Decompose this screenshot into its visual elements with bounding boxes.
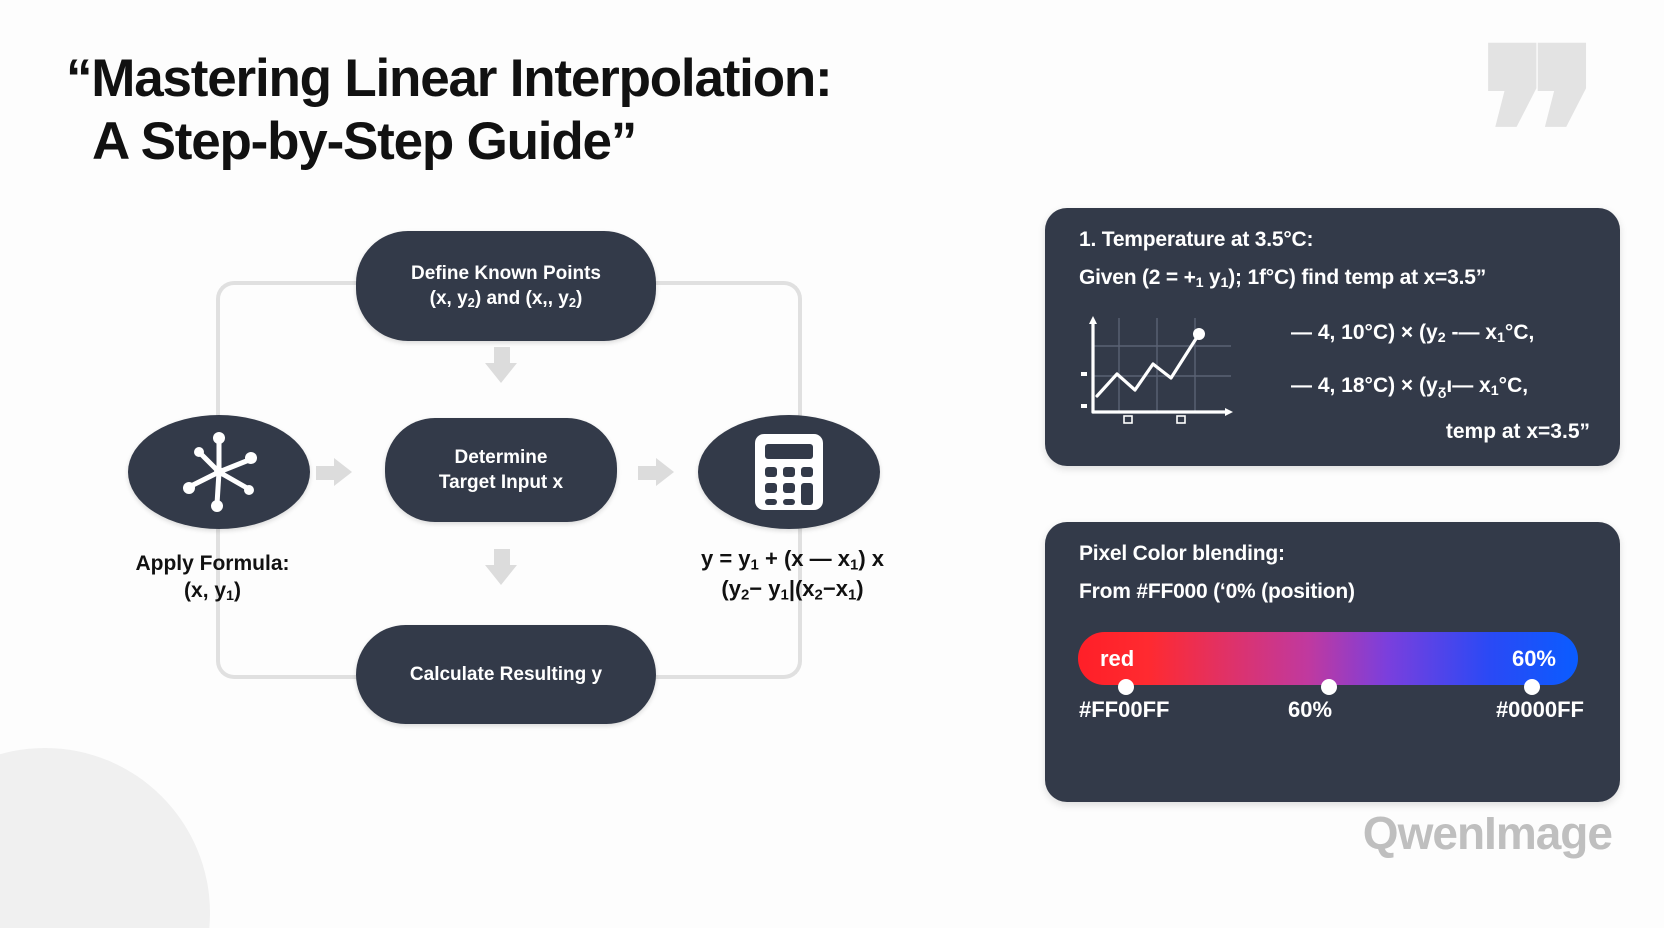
title-line-1: “Mastering Linear Interpolation:	[66, 49, 833, 108]
node-calculator[interactable]	[698, 415, 880, 529]
gradient-stop-label-1: #FF00FF	[1079, 697, 1170, 722]
arrow-left-to-mid	[334, 458, 352, 486]
node-apply-formula[interactable]	[128, 415, 310, 529]
node-mid-line1: Determine	[454, 446, 548, 468]
node-bottom-label: Calculate Resulting y	[409, 663, 603, 685]
temperature-formula-1: — 4, 10°C) × (y2 -— x1°C,	[1291, 321, 1535, 347]
caption-left-line1: Apply Formula:	[135, 552, 290, 575]
color-blending-heading: Pixel Color blending:	[1079, 542, 1285, 565]
gradient-stop-handle-1[interactable]	[1118, 679, 1134, 695]
caption-apply-formula: Apply Formula: (x, y1)	[100, 550, 325, 606]
arrow-mid-to-right	[656, 458, 674, 486]
node-top-line1: Define Known Points	[411, 262, 601, 284]
arrow-stem-left	[316, 466, 336, 480]
node-top-line2: (x, y2) and (x,, y2)	[429, 288, 583, 310]
line-chart-icon	[1081, 316, 1233, 424]
gradient-stop-handle-3[interactable]	[1524, 679, 1540, 695]
temperature-formula-2: — 4, 18°C) × (yᵹı— x1°C,	[1291, 374, 1529, 400]
gradient-start-label: red	[1100, 645, 1135, 671]
arrow-stem-top	[494, 347, 510, 367]
node-define-known-points[interactable]: Define Known Points (x, y2) and (x,, y2)	[356, 231, 656, 341]
temperature-given: Given (2 = +1 y1); 1f°C) find temp at x=…	[1079, 266, 1487, 292]
formula-line-2: (y2− y1|(x2−x1)	[721, 575, 864, 603]
temperature-formula-3: temp at x=3.5”	[1445, 420, 1590, 443]
color-gradient-bar[interactable]: red 60%	[1078, 632, 1578, 685]
network-nodes-icon	[183, 432, 257, 512]
node-mid-line2: Target Input x	[438, 472, 564, 493]
color-blending-subtext: From #FF000 (‘0% (position)	[1079, 580, 1355, 603]
caption-interpolation-formula: y = y1 + (x — x1) x (y2− y1|(x2−x1)	[670, 545, 915, 604]
node-calculate-resulting-y[interactable]: Calculate Resulting y	[356, 625, 656, 724]
flowchart: Define Known Points (x, y2) and (x,, y2)…	[110, 225, 910, 735]
temperature-heading: 1. Temperature at 3.5°C:	[1079, 228, 1314, 251]
gradient-stop-label-3: #0000FF	[1495, 697, 1584, 722]
arrow-stem-right	[638, 466, 658, 480]
gradient-end-label: 60%	[1511, 645, 1556, 671]
formula-line-1: y = y1 + (x — x1) x	[701, 546, 884, 574]
gradient-stop-handle-2[interactable]	[1321, 679, 1337, 695]
page-title: “Mastering Linear Interpolation: A Step-…	[66, 48, 946, 173]
node-determine-target-input[interactable]: Determine Target Input x	[385, 418, 617, 522]
connector-bottom-left	[216, 515, 368, 679]
panel-color-blending: Pixel Color blending: From #FF000 (‘0% (…	[1045, 522, 1620, 802]
watermark: QwenImage	[1362, 807, 1613, 859]
decorative-circle	[0, 748, 210, 928]
connector-top-left	[216, 281, 368, 435]
arrow-stem-mid	[494, 549, 510, 569]
title-line-2: A Step-by-Step Guide”	[92, 111, 637, 171]
arrow-mid-to-bottom	[485, 565, 517, 585]
panel-temperature-example: 1. Temperature at 3.5°C: Given (2 = +1 y…	[1045, 208, 1620, 466]
gradient-stop-label-2: 60%	[1288, 697, 1333, 722]
arrow-top-to-mid	[485, 363, 517, 383]
connector-top-right	[650, 281, 802, 435]
calculator-icon	[755, 434, 823, 510]
connector-bottom-right	[650, 515, 802, 679]
caption-left-line2: (x, y1)	[184, 579, 241, 605]
